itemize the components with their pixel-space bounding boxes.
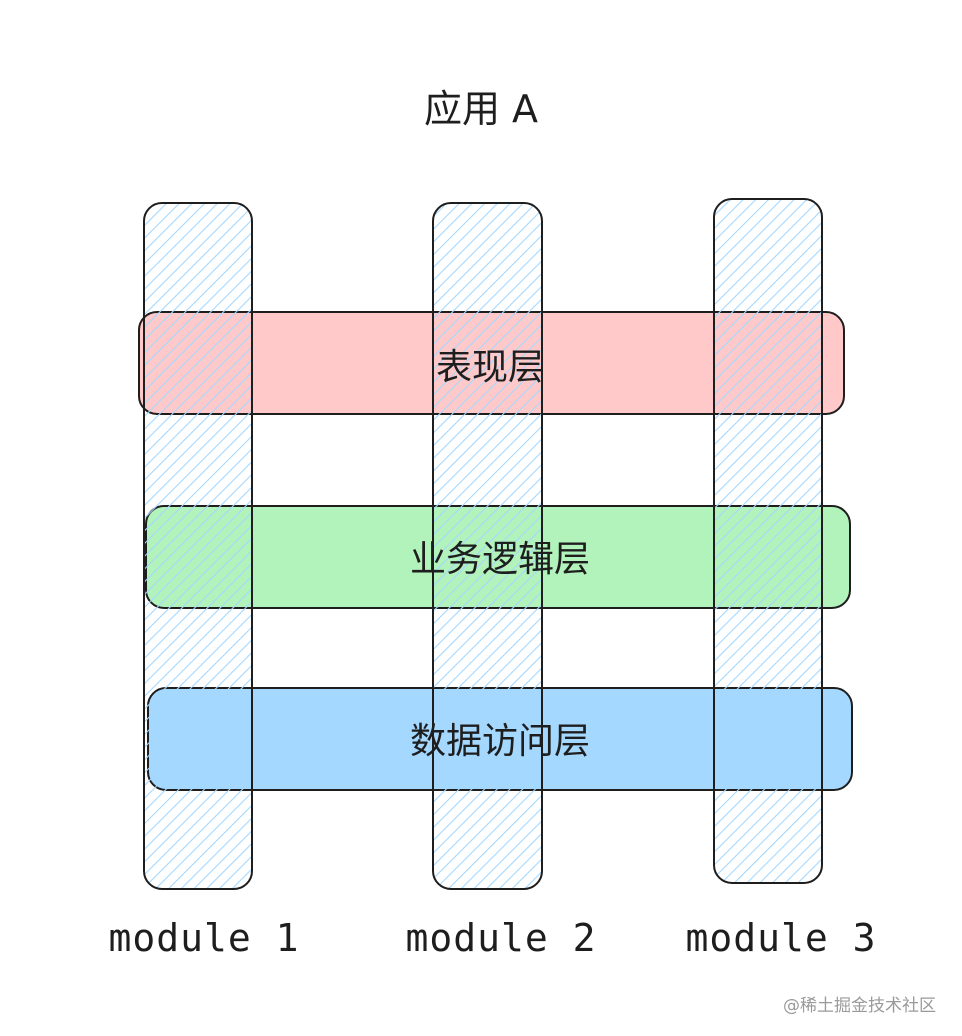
module-3-column [713, 198, 823, 884]
layer-data-access-label: 数据访问层 [409, 721, 590, 762]
layer-business-label: 业务逻辑层 [409, 539, 590, 580]
watermark: @稀土掘金技术社区 [783, 996, 936, 1016]
module-1-label: module 1 [108, 916, 300, 960]
module-2-column [432, 202, 543, 890]
module-2-label: module 2 [405, 916, 597, 960]
module-1-column [143, 202, 253, 890]
diagram-title: 应用 A [423, 87, 539, 131]
module-3-label: module 3 [685, 916, 877, 960]
layer-presentation-label: 表现层 [435, 347, 544, 388]
